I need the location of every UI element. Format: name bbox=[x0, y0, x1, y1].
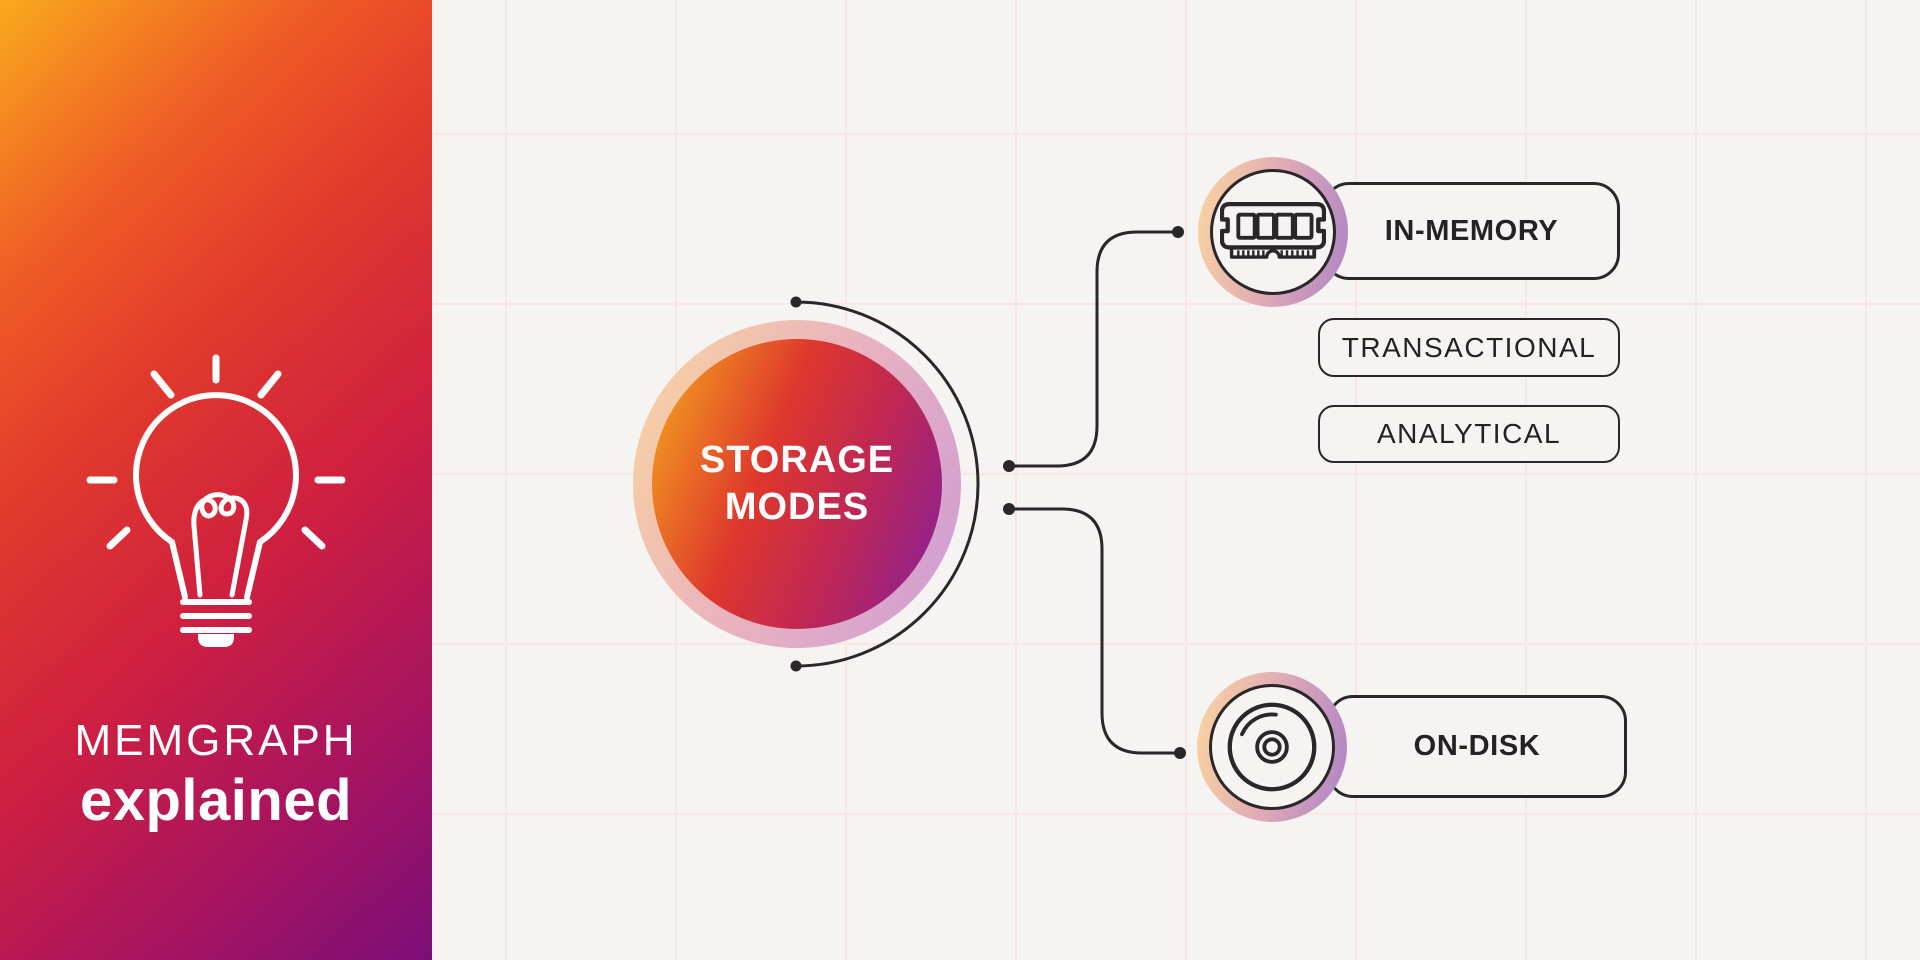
ram-icon bbox=[1220, 202, 1326, 259]
transactional-label: TRANSACTIONAL bbox=[1341, 331, 1597, 363]
center-arc bbox=[795, 300, 980, 668]
center-node-line2: MODES bbox=[724, 486, 870, 528]
transactional-label-box: TRANSACTIONAL bbox=[1318, 318, 1620, 377]
in-memory-node-inner bbox=[1210, 169, 1336, 295]
edge-dot bbox=[1003, 503, 1015, 515]
center-node: STORAGE MODES bbox=[652, 339, 942, 629]
on-disk-label: ON-DISK bbox=[1413, 730, 1541, 762]
edge-dot bbox=[1172, 226, 1184, 238]
in-memory-node-circle bbox=[1198, 157, 1348, 307]
on-disk-label-box: ON-DISK bbox=[1327, 695, 1627, 798]
on-disk-node-inner bbox=[1209, 684, 1335, 810]
edge-to-in-memory bbox=[1009, 230, 1178, 468]
arc-top-dot bbox=[790, 296, 802, 308]
in-memory-label: IN-MEMORY bbox=[1384, 214, 1559, 247]
brand-sidebar: MEMGRAPH explained bbox=[0, 0, 432, 960]
edge-dot bbox=[1174, 747, 1186, 759]
brand-block: MEMGRAPH explained bbox=[0, 714, 432, 834]
in-memory-label-box: IN-MEMORY bbox=[1323, 182, 1620, 280]
lightbulb-icon bbox=[86, 354, 346, 647]
center-node-line1: STORAGE bbox=[699, 439, 895, 481]
brand-subtitle: explained bbox=[79, 768, 353, 833]
arc-bottom-dot bbox=[790, 660, 802, 672]
brand-title: MEMGRAPH bbox=[74, 716, 358, 765]
analytical-label-box: ANALYTICAL bbox=[1318, 405, 1620, 463]
edge-to-on-disk bbox=[1009, 507, 1180, 755]
on-disk-node-circle bbox=[1197, 672, 1347, 822]
analytical-label: ANALYTICAL bbox=[1376, 418, 1562, 449]
edge-dot bbox=[1003, 460, 1015, 472]
disc-icon bbox=[1227, 702, 1317, 792]
